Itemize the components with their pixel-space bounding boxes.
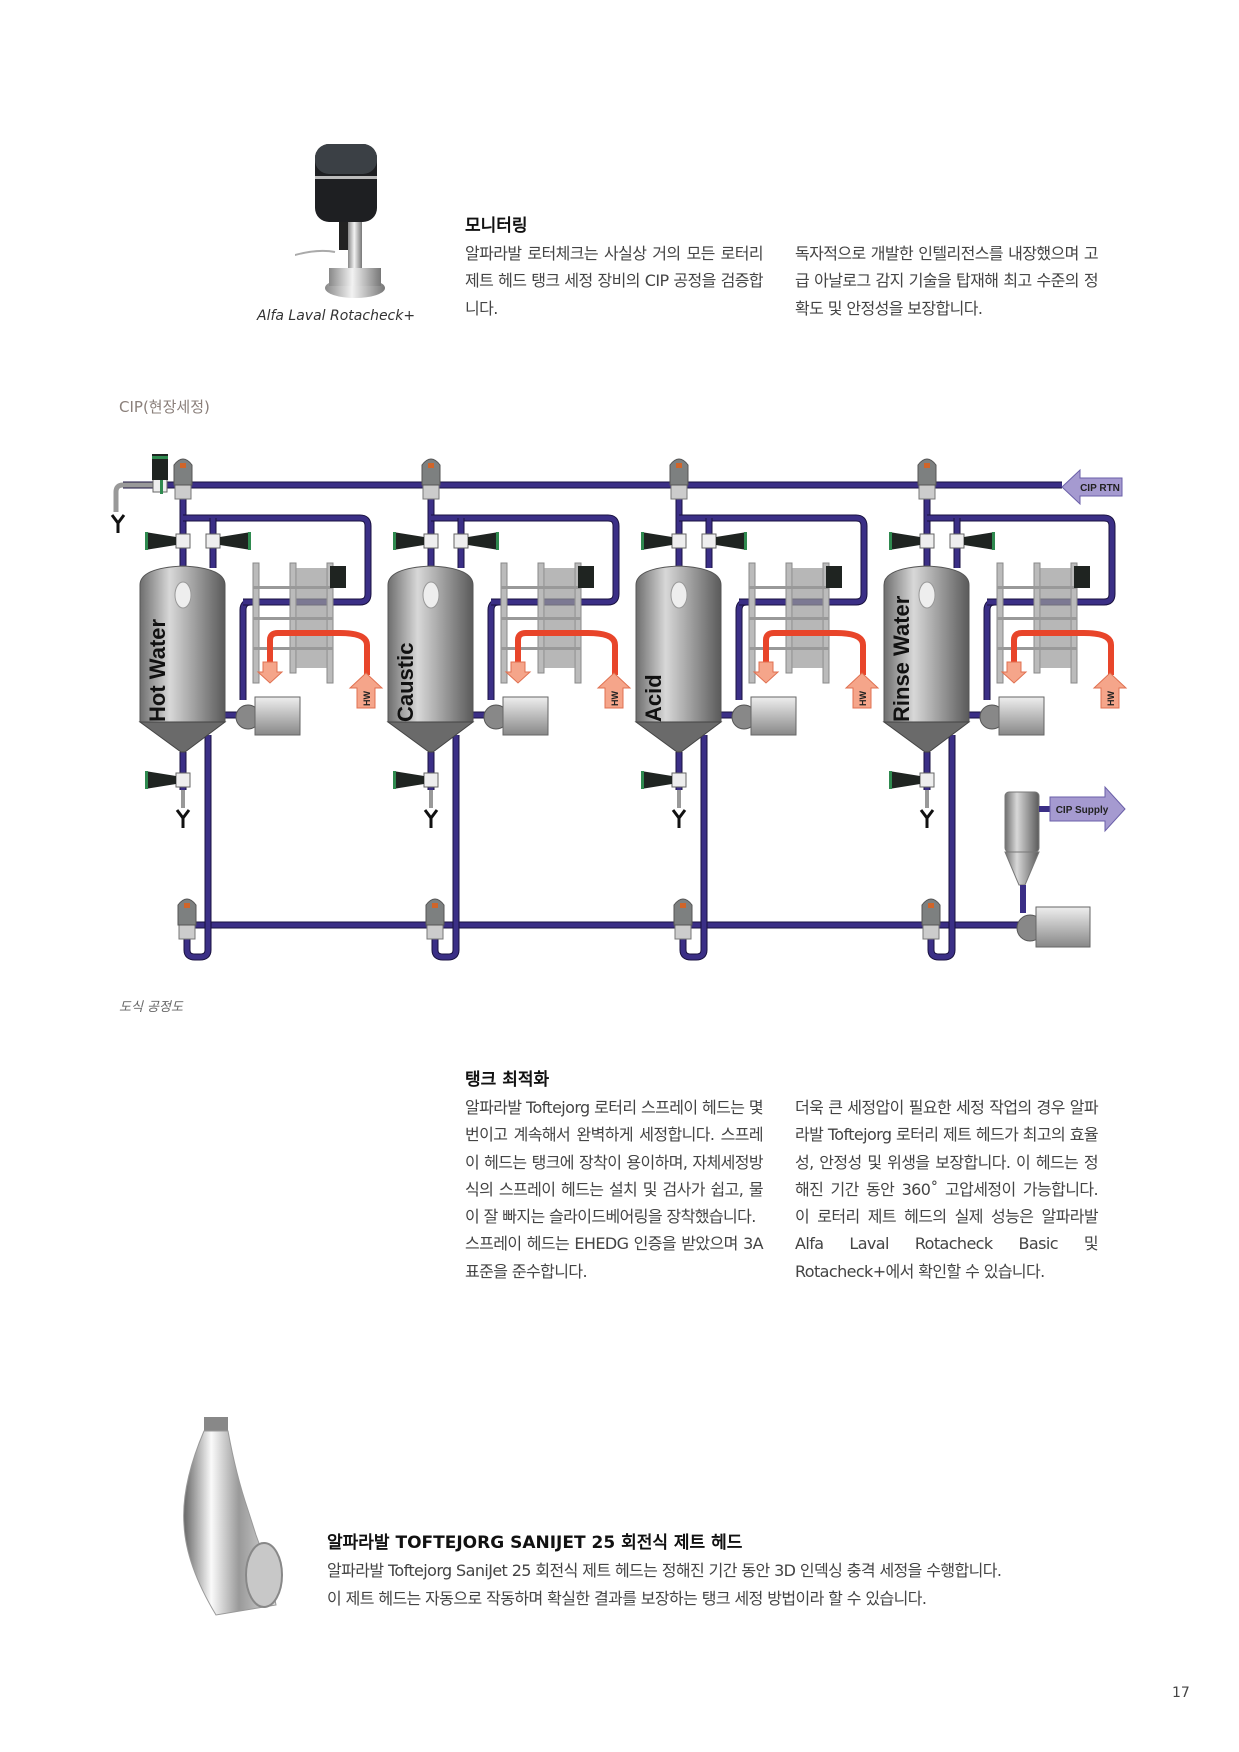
air-valve-icon <box>921 898 941 940</box>
butterfly-valve-icon <box>393 532 439 550</box>
monitoring-text-col2: 독자적으로 개발한 인텔리전스를 내장했으며 고급 아날로그 감지 기술을 탑재… <box>795 244 1099 318</box>
monitoring-heading: 모니터링 <box>465 216 528 236</box>
butterfly-valve-icon <box>205 532 251 550</box>
hot-water-in-arrow: HW <box>844 672 880 709</box>
hot-water-pipe <box>1011 630 1114 675</box>
sight-glass-icon <box>918 581 936 609</box>
hot-water-out-arrow <box>504 661 532 684</box>
butterfly-valve-icon <box>641 771 687 789</box>
air-valve-icon <box>177 898 197 940</box>
cip-return-label: CIP RTN <box>1080 483 1120 494</box>
butterfly-valve-icon <box>641 532 687 550</box>
valve-actuator-icon <box>578 566 594 588</box>
hw-label: HW <box>858 691 868 706</box>
sanijet-text-line2: 이 제트 헤드는 자동으로 작동하며 확실한 결과를 보장하는 탱크 세정 방법… <box>327 1589 927 1608</box>
tank-label: Hot Water <box>145 618 170 722</box>
butterfly-valve-icon <box>152 476 168 494</box>
valve-actuator-icon <box>330 566 346 588</box>
air-valve-icon <box>669 458 689 500</box>
butterfly-valve-icon <box>393 771 439 789</box>
valve-actuator-icon <box>152 454 168 480</box>
sight-glass-icon <box>670 581 688 609</box>
hot-water-pipe <box>267 630 370 675</box>
tank: Acid <box>634 565 723 753</box>
valve-actuator-icon <box>826 566 842 588</box>
butterfly-valve-icon <box>701 532 747 550</box>
hw-label: HW <box>610 691 620 706</box>
hot-water-out-arrow <box>752 661 780 684</box>
tank: Caustic <box>386 565 475 753</box>
hot-water-pipe <box>763 630 866 675</box>
heat-exchanger: HW <box>252 562 384 709</box>
diagram-caption: 도식 공정도 <box>119 1000 183 1015</box>
header-drain <box>110 454 168 533</box>
heat-exchanger: HW <box>500 562 632 709</box>
tank-label: Acid <box>641 674 666 722</box>
butterfly-valve-icon <box>453 532 499 550</box>
hot-water-in-arrow: HW <box>596 672 632 709</box>
cip-section-label: CIP(현장세정) <box>119 398 210 416</box>
tank: Hot Water <box>138 565 227 753</box>
hot-water-out-arrow <box>256 661 284 684</box>
tank-optimization-text-col1-p1: 알파라발 Toftejorg 로터리 스프레이 헤드는 몇 번이고 계속해서 완… <box>465 1098 764 1227</box>
cip-return-arrow: CIP RTN <box>1061 468 1123 506</box>
cip-supply-unit: CIP Supply <box>1004 785 1126 948</box>
cip-supply-label: CIP Supply <box>1056 805 1109 816</box>
hot-water-in-arrow: HW <box>1092 672 1128 709</box>
butterfly-valve-icon <box>949 532 995 550</box>
pump <box>235 696 301 736</box>
drain-icon <box>671 809 687 828</box>
heat-exchanger: HW <box>996 562 1128 709</box>
air-valve-icon <box>421 458 441 500</box>
butterfly-valve-icon <box>889 771 935 789</box>
tank-label: Caustic <box>393 643 418 722</box>
drain-icon <box>110 514 126 533</box>
air-valve-icon <box>917 458 937 500</box>
rotacheck-product-image <box>295 144 385 298</box>
sanijet-product-image <box>183 1417 283 1616</box>
butterfly-valve-icon <box>889 532 935 550</box>
monitoring-text-col1: 알파라발 로터체크는 사실상 거의 모든 로터리 제트 헤드 탱크 세정 장비의… <box>465 244 764 318</box>
butterfly-valve-icon <box>145 771 191 789</box>
page-number: 17 <box>1172 1685 1190 1701</box>
sanijet-text-line1: 알파라발 Toftejorg SaniJet 25 회전식 제트 헤드는 정해진… <box>327 1561 1002 1580</box>
drain-icon <box>423 809 439 828</box>
pump <box>731 696 797 736</box>
pump <box>483 696 549 736</box>
sight-glass-icon <box>174 581 192 609</box>
tank-optimization-heading: 탱크 최적화 <box>465 1070 550 1090</box>
tank-optimization-text-col1-p2: 스프레이 헤드는 EHEDG 인증을 받았으며 3A 표준을 준수합니다. <box>465 1234 764 1281</box>
hot-water-pipe <box>515 630 618 675</box>
hot-water-out-arrow <box>1000 661 1028 684</box>
hot-water-in-arrow: HW <box>348 672 384 709</box>
tank-unit: Acid HW <box>634 458 880 940</box>
supply-pump <box>1016 906 1091 948</box>
air-valve-icon <box>173 458 193 500</box>
tank-label: Rinse Water <box>889 595 914 722</box>
valve-actuator-icon <box>1074 566 1090 588</box>
tank-optimization-text-col2: 더욱 큰 세정압이 필요한 세정 작업의 경우 알파라발 Toftejorg 로… <box>795 1098 1099 1281</box>
butterfly-valve-icon <box>145 532 191 550</box>
hw-label: HW <box>1106 691 1116 706</box>
rotacheck-caption: Alfa Laval Rotacheck+ <box>257 308 416 324</box>
sanijet-heading: 알파라발 TOFTEJORG SANIJET 25 회전식 제트 헤드 <box>327 1533 743 1553</box>
air-valve-icon <box>673 898 693 940</box>
tank: Rinse Water <box>882 565 971 753</box>
drain-icon <box>919 809 935 828</box>
sight-glass-icon <box>422 581 440 609</box>
air-valve-icon <box>425 898 445 940</box>
cip-supply-arrow <box>1049 785 1126 833</box>
hw-label: HW <box>362 691 372 706</box>
drain-pipe <box>113 482 160 512</box>
pump <box>979 696 1045 736</box>
drain-icon <box>175 809 191 828</box>
heat-exchanger: HW <box>748 562 880 709</box>
